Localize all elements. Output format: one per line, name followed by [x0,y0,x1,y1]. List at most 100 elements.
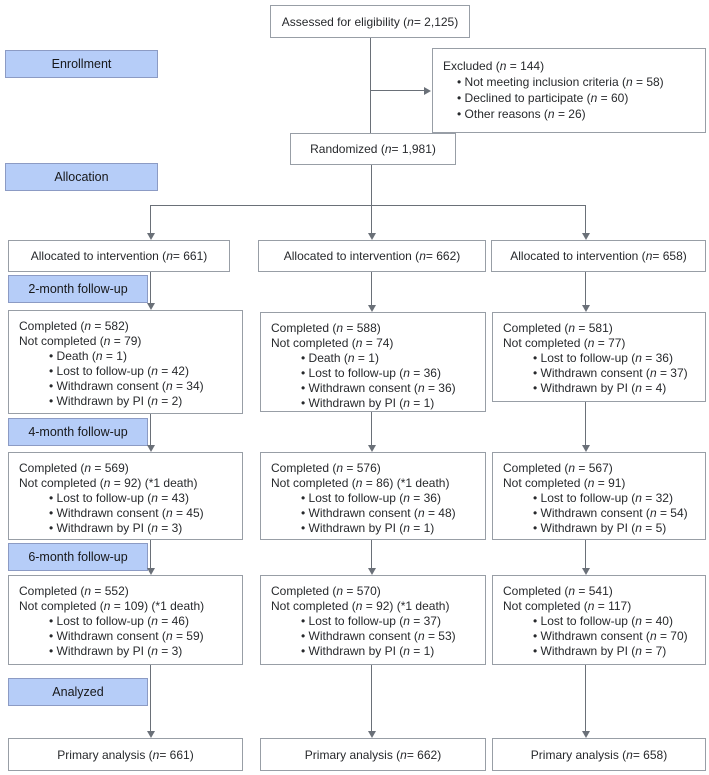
reason-item: Withdrawn consent (n = 59) [19,629,232,644]
connector-line [371,540,372,568]
connector-line [371,412,372,445]
connector-line [585,272,586,305]
box-randomized: Randomized (n = 1,981) [290,133,456,165]
excluded-reason: Declined to participate (n = 60) [443,90,695,106]
box-followup6-col2: Completed (n = 570) Not completed (n = 9… [260,575,486,665]
completed-line: Completed (n = 582) [19,319,129,333]
connector-line [585,402,586,445]
completed-line: Completed (n = 552) [19,584,129,598]
arrowhead-down-icon [147,731,155,738]
stage-label-enrollment: Enrollment [5,50,158,78]
arrowhead-down-icon [582,305,590,312]
reason-item: Withdrawn consent (n = 37) [503,366,695,381]
box-followup2-col2: Completed (n = 588) Not completed (n = 7… [260,312,486,412]
arrowhead-right-icon [424,87,431,95]
reason-item: Lost to follow-up (n = 32) [503,491,695,506]
connector-line [150,665,151,731]
reason-item: Withdrawn by PI (n = 1) [271,396,475,411]
excluded-title: Excluded (n = 144) [443,59,545,73]
reason-item: Withdrawn consent (n = 34) [19,379,232,394]
connector-line [585,540,586,568]
arrowhead-down-icon [368,305,376,312]
connector-line [371,665,372,731]
box-primary-analysis-col1: Primary analysis (n = 661) [8,738,243,771]
completed-line: Completed (n = 576) [271,461,381,475]
arrowhead-down-icon [147,568,155,575]
reason-item: Lost to follow-up (n = 46) [19,614,232,629]
completed-line: Completed (n = 567) [503,461,613,475]
reason-item: Death (n = 1) [271,351,475,366]
completed-line: Completed (n = 581) [503,321,613,335]
connector-line [150,272,151,303]
not-completed-line: Not completed (n = 117) [503,599,632,613]
connector-line [150,205,586,206]
box-followup6-col3: Completed (n = 541) Not completed (n = 1… [492,575,706,665]
arrowhead-down-icon [582,233,590,240]
not-completed-line: Not completed (n = 109) (*1 death) [19,599,205,613]
reason-item: Withdrawn consent (n = 70) [503,629,695,644]
reason-item: Lost to follow-up (n = 42) [19,364,232,379]
arrowhead-down-icon [582,445,590,452]
reason-item: Lost to follow-up (n = 36) [271,491,475,506]
reason-item: Lost to follow-up (n = 37) [271,614,475,629]
reason-item: Withdrawn by PI (n = 1) [271,521,475,536]
completed-line: Completed (n = 588) [271,321,381,335]
box-allocated-col3: Allocated to intervention (n = 658) [491,240,706,272]
reason-item: Lost to follow-up (n = 40) [503,614,695,629]
box-allocated-col2: Allocated to intervention (n = 662) [258,240,486,272]
arrowhead-down-icon [368,445,376,452]
connector-line [585,205,586,233]
not-completed-line: Not completed (n = 77) [503,336,626,350]
stage-label-allocation: Allocation [5,163,158,191]
arrowhead-down-icon [582,568,590,575]
reason-item: Withdrawn by PI (n = 2) [19,394,232,409]
excluded-reason: Other reasons (n = 26) [443,106,695,122]
connector-line [585,665,586,731]
arrowhead-down-icon [147,233,155,240]
not-completed-line: Not completed (n = 92) (*1 death) [19,476,198,490]
box-allocated-col1: Allocated to intervention (n = 661) [8,240,230,272]
completed-line: Completed (n = 541) [503,584,613,598]
box-primary-analysis-col2: Primary analysis (n = 662) [260,738,486,771]
arrowhead-down-icon [368,731,376,738]
not-completed-line: Not completed (n = 91) [503,476,626,490]
box-followup4-col1: Completed (n = 569) Not completed (n = 9… [8,452,243,540]
reason-item: Withdrawn by PI (n = 7) [503,644,695,659]
reason-item: Withdrawn by PI (n = 1) [271,644,475,659]
not-completed-line: Not completed (n = 86) (*1 death) [271,476,450,490]
not-completed-line: Not completed (n = 74) [271,336,394,350]
connector-line [150,540,151,568]
stage-label-2-month-follow-up: 2-month follow-up [8,275,148,303]
connector-line [371,272,372,305]
reason-item: Lost to follow-up (n = 43) [19,491,232,506]
reason-item: Withdrawn consent (n = 54) [503,506,695,521]
arrowhead-down-icon [147,445,155,452]
not-completed-line: Not completed (n = 92) (*1 death) [271,599,450,613]
completed-line: Completed (n = 569) [19,461,129,475]
reason-item: Lost to follow-up (n = 36) [271,366,475,381]
box-followup6-col1: Completed (n = 552) Not completed (n = 1… [8,575,243,665]
box-primary-analysis-col3: Primary analysis (n = 658) [492,738,706,771]
reason-item: Withdrawn consent (n = 48) [271,506,475,521]
box-followup4-col3: Completed (n = 567) Not completed (n = 9… [492,452,706,540]
connector-line [150,414,151,445]
reason-item: Withdrawn by PI (n = 4) [503,381,695,396]
arrowhead-down-icon [582,731,590,738]
connector-line [150,205,151,233]
box-followup4-col2: Completed (n = 576) Not completed (n = 8… [260,452,486,540]
box-assessed: Assessed for eligibility (n = 2,125) [270,5,470,38]
reason-item: Withdrawn consent (n = 36) [271,381,475,396]
connector-line [371,165,372,205]
stage-label-4-month-follow-up: 4-month follow-up [8,418,148,446]
reason-item: Withdrawn by PI (n = 5) [503,521,695,536]
arrowhead-down-icon [368,568,376,575]
box-followup2-col3: Completed (n = 581) Not completed (n = 7… [492,312,706,402]
reason-item: Withdrawn consent (n = 45) [19,506,232,521]
connector-line [371,205,372,233]
arrowhead-down-icon [147,303,155,310]
stage-label-analyzed: Analyzed [8,678,148,706]
not-completed-line: Not completed (n = 79) [19,334,142,348]
connector-line [370,38,371,133]
reason-item: Death (n = 1) [19,349,232,364]
